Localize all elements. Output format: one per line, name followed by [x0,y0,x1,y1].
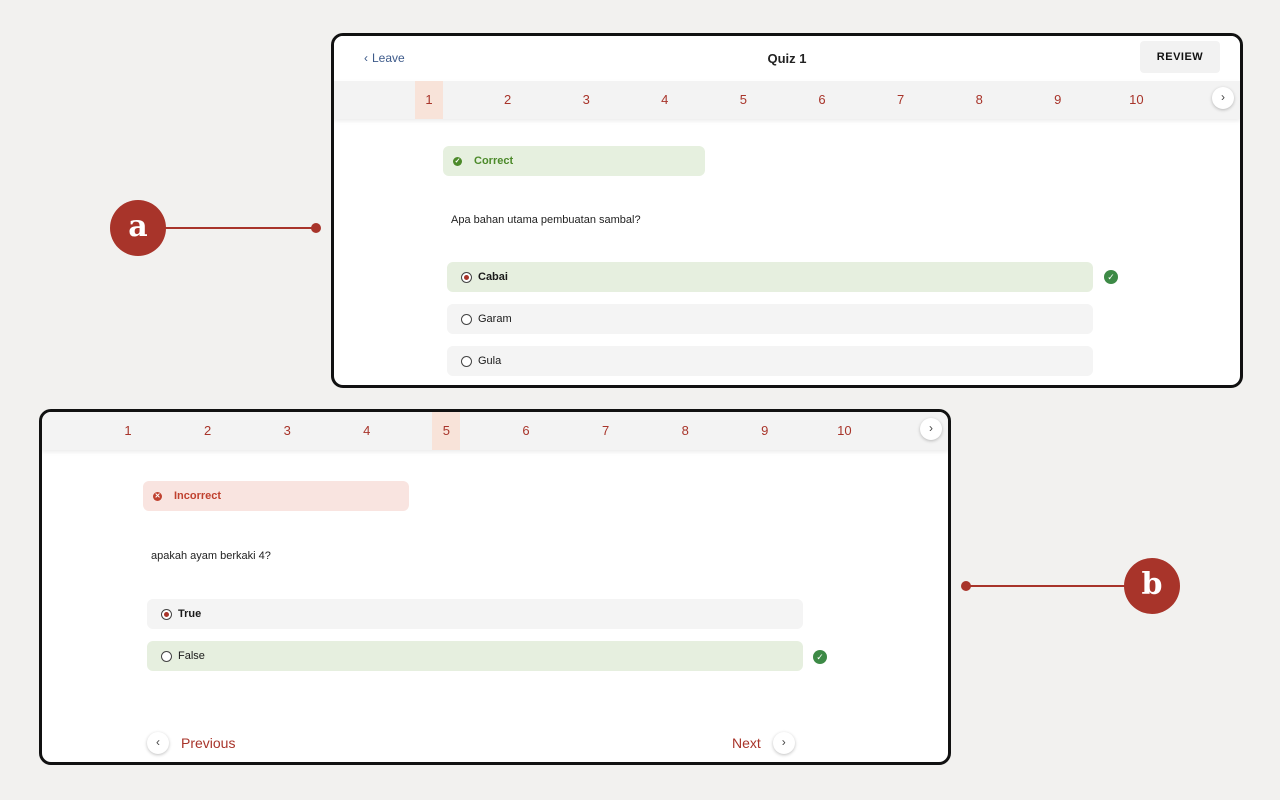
question-number-tab[interactable]: 3 [283,423,291,438]
question-number-tab[interactable]: 4 [363,423,371,438]
option-label: True [178,608,202,620]
page-title: Quiz 1 [767,51,807,66]
top-bar: ‹ Leave Quiz 1 REVIEW [334,36,1240,81]
option-item[interactable]: Cabai [447,262,1093,292]
question-number-tab[interactable]: 3 [582,92,590,107]
option-label: False [178,650,205,662]
radio-selected-icon [461,271,472,283]
review-button[interactable]: REVIEW [1140,41,1220,73]
callout-a-badge: a [110,200,166,256]
callout-b-line [966,585,1128,587]
question-text: Apa bahan utama pembuatan sambal? [451,214,641,226]
check-circle-icon: ✓ [1104,270,1118,284]
option-item[interactable]: False [147,641,803,671]
option-label: Cabai [478,271,508,283]
option-item[interactable]: Gula [447,346,1093,376]
question-number-tab[interactable]: 5 [432,412,461,450]
status-badge: ✓ Correct [443,146,705,176]
question-number-tab[interactable]: 9 [1054,92,1062,107]
question-number-tab[interactable]: 4 [661,92,669,107]
radio-icon [461,313,472,325]
question-number-tab[interactable]: 6 [818,92,826,107]
question-number-tab[interactable]: 5 [739,92,747,107]
next-label: Next [732,735,761,751]
chevron-left-icon: ‹ [364,51,368,65]
leave-label: Leave [372,51,405,65]
chevron-right-icon[interactable]: › [920,418,942,440]
option-label: Garam [478,313,512,325]
callout-a-dot [311,223,321,233]
status-label: Incorrect [174,490,222,502]
callout-a-line [164,227,316,229]
radio-icon [161,650,172,662]
quiz-screen-a: ‹ Leave Quiz 1 REVIEW › 1 2 3 4 5 6 7 8 9 10 ✓ Co… [331,33,1243,388]
radio-icon [461,355,472,367]
question-number-tab[interactable]: 7 [601,423,610,438]
option-label: Gula [478,355,502,367]
question-number-tab[interactable]: 1 [415,81,443,119]
question-number-bar: › 1 2 3 4 5 6 7 8 9 10 [42,412,948,450]
check-circle-icon: ✓ [813,650,827,664]
question-number-tab[interactable]: 7 [896,92,905,107]
status-label: Correct [474,155,514,167]
radio-selected-icon [161,608,172,620]
question-number-tab[interactable]: 1 [124,423,132,438]
next-button[interactable]: Next › [732,732,795,754]
check-circle-icon: ✓ [453,156,462,166]
chevron-right-icon[interactable]: › [1212,87,1234,109]
option-item[interactable]: True [147,599,803,629]
question-number-tab[interactable]: 10 [1129,92,1144,107]
status-badge: ✕ Incorrect [143,481,409,511]
question-number-tab[interactable]: 2 [503,92,512,107]
question-number-tab[interactable]: 9 [761,423,769,438]
question-number-bar: › 1 2 3 4 5 6 7 8 9 10 [334,81,1240,119]
question-number-tab[interactable]: 8 [681,423,689,438]
chevron-right-icon: › [772,732,795,754]
callout-b-badge: b [1124,558,1180,614]
question-number-tab[interactable]: 2 [203,423,212,438]
previous-label: Previous [181,735,236,751]
leave-link[interactable]: ‹ Leave [364,51,405,65]
chevron-left-icon: ‹ [147,732,169,754]
previous-button[interactable]: ‹ Previous [147,732,235,754]
question-number-tab[interactable]: 10 [837,423,852,438]
question-text: apakah ayam berkaki 4? [151,550,271,562]
question-number-tab[interactable]: 6 [522,423,530,438]
option-item[interactable]: Garam [447,304,1093,334]
x-circle-icon: ✕ [153,491,162,501]
quiz-screen-b: › 1 2 3 4 5 6 7 8 9 10 ✕ Incorrect apakah ayam be… [39,409,951,765]
question-number-tab[interactable]: 8 [975,92,983,107]
